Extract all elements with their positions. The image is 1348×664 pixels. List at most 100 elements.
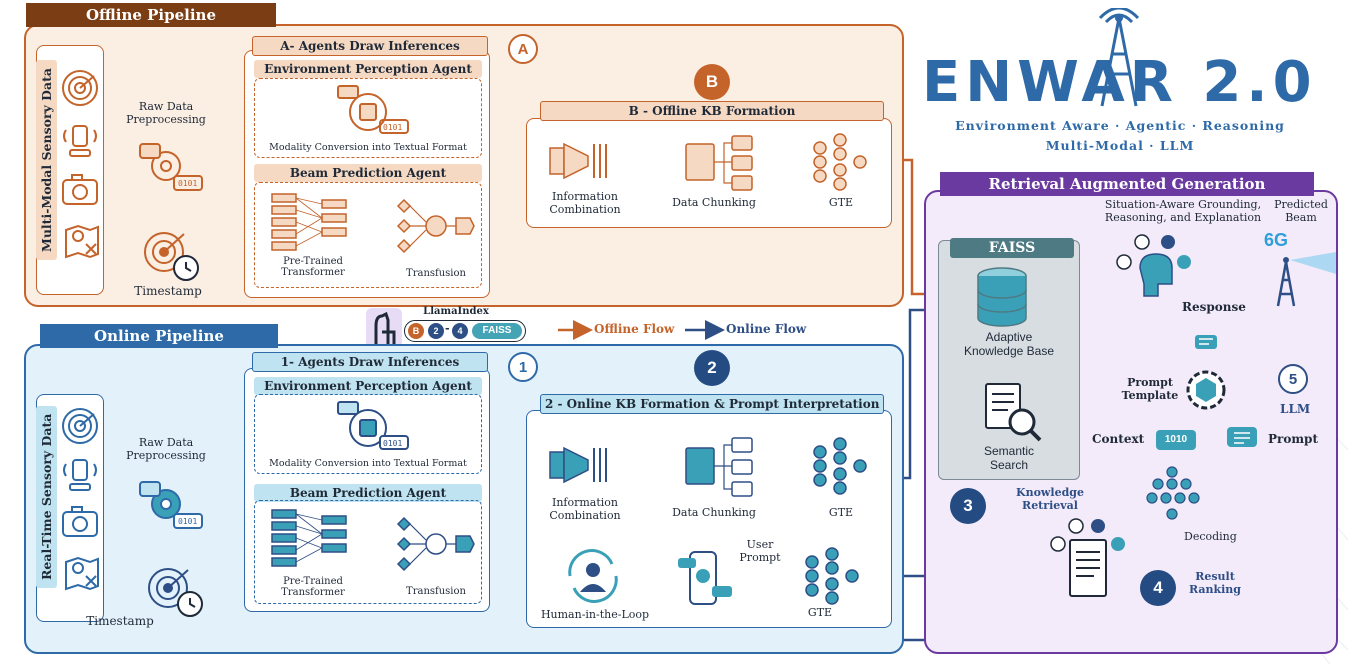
rag-grounding-label: Situation-Aware Grounding, Reasoning, an… bbox=[1104, 198, 1262, 224]
svg-text:0101: 0101 bbox=[178, 179, 197, 188]
legend-faiss: FAISS bbox=[472, 323, 522, 339]
legend-llamaindex: LlamaIndex bbox=[423, 306, 489, 317]
lidar-icon bbox=[63, 125, 97, 157]
svg-text:0101: 0101 bbox=[178, 517, 197, 526]
funnel-icon bbox=[549, 142, 607, 180]
online-marker-2: 2 bbox=[694, 350, 730, 386]
legend-chip-dash: - bbox=[445, 322, 450, 335]
online-timestamp-label: Timestamp bbox=[86, 614, 154, 628]
online-chunking-label: Data Chunking bbox=[672, 506, 756, 519]
online-agents-title: 1- Agents Draw Inferences bbox=[252, 352, 488, 372]
offline-transfusion-label: Transfusion bbox=[406, 268, 466, 279]
online-marker-1: 1 bbox=[508, 352, 538, 382]
offline-marker-a: A bbox=[508, 34, 538, 64]
rag-predicted-label: Predicted Beam bbox=[1274, 198, 1328, 224]
decoding-network-icon bbox=[1146, 466, 1200, 520]
ranking-doc-icon bbox=[1050, 518, 1125, 597]
gear-chip-icon: 0101 bbox=[139, 143, 203, 191]
online-sensory-label: Real-Time Sensory Data bbox=[36, 405, 57, 588]
transformer-icon-online bbox=[271, 509, 347, 567]
online-info-comb-label: Information Combination bbox=[549, 496, 621, 522]
camera-icon-online bbox=[62, 506, 98, 537]
prompt-template-gear-icon bbox=[1186, 370, 1226, 410]
rag-marker-4: 4 bbox=[1140, 570, 1176, 606]
online-kb-title: 2 - Online KB Formation & Prompt Interpr… bbox=[540, 394, 884, 414]
tower-icon bbox=[1276, 252, 1336, 307]
chunking-icon-online bbox=[685, 437, 753, 497]
offline-chunking-label: Data Chunking bbox=[672, 196, 756, 209]
offline-beam-agent-title: Beam Prediction Agent bbox=[254, 164, 482, 182]
rag-knowledge-retrieval-label: Knowledge Retrieval bbox=[1016, 486, 1084, 512]
target-clock-icon bbox=[144, 232, 199, 281]
rag-llm-label: LLM bbox=[1280, 402, 1311, 416]
chunking-icon bbox=[685, 135, 753, 191]
offline-env-agent-box bbox=[254, 78, 482, 158]
offline-marker-b: B bbox=[694, 64, 730, 100]
transformer-icon bbox=[271, 193, 347, 251]
offline-preproc-label: Raw Data Preprocessing bbox=[126, 100, 206, 126]
gte-network-icon-user bbox=[805, 547, 859, 605]
transfusion-icon bbox=[396, 198, 475, 254]
brain-chip-icon: 0101 bbox=[337, 85, 409, 134]
rag-title: Retrieval Augmented Generation bbox=[940, 172, 1314, 196]
llama-icon bbox=[366, 308, 402, 348]
faiss-title: FAISS bbox=[950, 238, 1074, 258]
offline-kb-title: B - Offline KB Formation bbox=[540, 101, 884, 121]
online-beam-agent-box bbox=[254, 500, 482, 604]
offline-timestamp-label: Timestamp bbox=[134, 284, 202, 298]
rag-response-label: Response bbox=[1182, 300, 1246, 314]
online-preproc-label: Raw Data Preprocessing bbox=[126, 436, 206, 462]
gte-network-icon-online bbox=[813, 437, 867, 495]
legend-offline-flow: Offline Flow bbox=[594, 322, 675, 336]
phone-chat-icon bbox=[678, 551, 732, 605]
rag-decoding-label: Decoding bbox=[1184, 530, 1237, 543]
offline-gte-label: GTE bbox=[828, 196, 854, 209]
gte-network-icon bbox=[813, 133, 867, 191]
human-loop-icon bbox=[568, 549, 618, 603]
gps-icon bbox=[65, 224, 99, 259]
offline-agents-title: A- Agents Draw Inferences bbox=[252, 36, 488, 56]
chat-bubble-icon bbox=[1195, 335, 1217, 349]
online-gte-label: GTE bbox=[828, 506, 854, 519]
online-pretrained-label: Pre-Trained Transformer bbox=[281, 576, 345, 598]
transfusion-icon-online bbox=[396, 516, 475, 572]
online-transfusion-label: Transfusion bbox=[406, 586, 466, 597]
online-beam-agent-title: Beam Prediction Agent bbox=[254, 484, 482, 502]
offline-sensory-label: Multi-Modal Sensory Data bbox=[36, 60, 57, 260]
database-icon bbox=[977, 267, 1027, 327]
offline-env-agent-title: Environment Perception Agent bbox=[254, 60, 482, 78]
rag-context-label: Context bbox=[1092, 432, 1145, 446]
brain-reasoning-icon bbox=[1116, 234, 1191, 297]
online-env-agent-title: Environment Perception Agent bbox=[254, 377, 482, 395]
gps-icon-online bbox=[65, 556, 99, 591]
online-gte2-label: GTE bbox=[807, 606, 833, 619]
offline-info-comb-label: Information Combination bbox=[549, 190, 621, 216]
brand-subtitle-1: Environment Aware · Agentic · Reasoning bbox=[955, 118, 1285, 133]
lidar-icon-online bbox=[63, 459, 97, 491]
offline-pretrained-label: Pre-Trained Transformer bbox=[281, 256, 345, 278]
rag-prompt-label: Prompt bbox=[1268, 432, 1318, 446]
rag-semantic-label: Semantic Search bbox=[983, 444, 1035, 472]
antenna-logo-icon bbox=[1098, 8, 1140, 107]
gear-chip-icon-online: 0101 bbox=[139, 481, 203, 529]
brain-chip-icon-online: 0101 bbox=[337, 401, 409, 450]
radar-icon-online bbox=[62, 408, 98, 444]
rag-6g-label: 6G bbox=[1264, 230, 1289, 250]
rag-context-chip: 1010 bbox=[1156, 430, 1196, 450]
rag-marker-3: 3 bbox=[950, 488, 986, 524]
svg-text:0101: 0101 bbox=[383, 123, 402, 132]
offline-beam-agent-box bbox=[254, 182, 482, 288]
online-modality-label: Modality Conversion into Textual Format bbox=[269, 458, 467, 469]
rag-result-ranking-label: Result Ranking bbox=[1188, 570, 1241, 596]
online-user-prompt-label: User Prompt bbox=[739, 538, 781, 564]
online-env-agent-box bbox=[254, 394, 482, 474]
legend-chip-4: 4 bbox=[452, 323, 468, 339]
offline-pipeline-tab: Offline Pipeline bbox=[26, 3, 276, 27]
semantic-search-icon bbox=[985, 383, 1042, 442]
legend-online-flow: Online Flow bbox=[726, 322, 807, 336]
target-clock-icon-online bbox=[148, 568, 203, 617]
funnel-icon-online bbox=[549, 446, 607, 484]
rag-marker-5: 5 bbox=[1278, 364, 1308, 394]
brand-title: ENWAR 2.0 bbox=[922, 50, 1317, 115]
prompt-doc-icon bbox=[1227, 427, 1257, 447]
